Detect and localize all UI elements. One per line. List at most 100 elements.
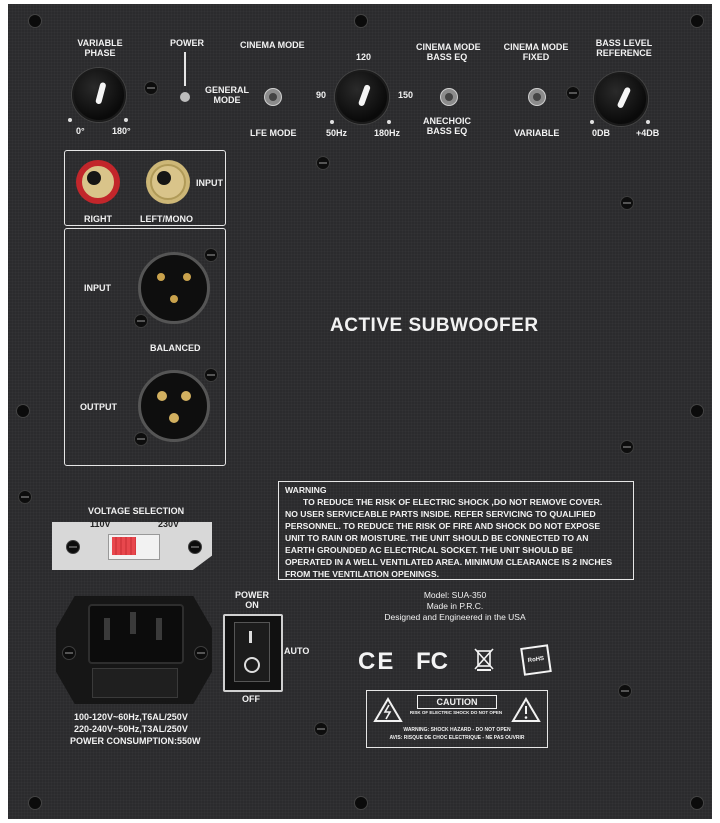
high-voltage-icon	[373, 697, 403, 722]
off-label: OFF	[242, 694, 260, 704]
warning-line: TO REDUCE THE RISK OF ELECTRIC SHOCK ,DO…	[303, 497, 603, 507]
made-in-label: Made in P.R.C.	[426, 601, 484, 611]
screw	[314, 722, 328, 736]
mount-hole	[354, 796, 368, 810]
screw	[204, 368, 218, 382]
iec-socket[interactable]	[88, 604, 184, 664]
caution-label: CAUTION RISK OF ELECTRIC SHOCK DO NOT OP…	[366, 690, 548, 748]
freq-150-label: 150	[398, 90, 414, 100]
knob-tick	[68, 118, 72, 122]
warning-line: UNIT TO RAIN OR MOISTURE. THE UNIT SHOUL…	[285, 533, 589, 543]
voltage-selection-label: VOLTAGE SELECTION	[88, 506, 185, 516]
power-line	[184, 52, 186, 86]
lfe-mode-label: LFE MODE	[250, 128, 297, 138]
bass-level-knob[interactable]	[594, 72, 648, 126]
caution-subtitle: RISK OF ELECTRIC SHOCK DO NOT OPEN	[409, 710, 503, 715]
voltage-switch[interactable]	[112, 537, 136, 555]
freq-50-label: 50Hz	[326, 128, 348, 138]
warning-line: FROM THE VENTILATION OPENINGS.	[285, 569, 440, 579]
screw	[618, 684, 632, 698]
freq-120-label: 120	[356, 52, 372, 62]
balanced-label: BALANCED	[150, 343, 201, 353]
xlr-input-label: INPUT	[84, 283, 111, 293]
spec-line-2: 220-240V~50Hz,T3AL/250V	[74, 724, 188, 734]
ce-logo: CE	[358, 648, 396, 675]
socket-pin	[104, 618, 110, 640]
caution-title: CAUTION	[436, 697, 478, 707]
designed-label: Designed and Engineered in the USA	[384, 612, 526, 622]
variable-label: VARIABLE	[514, 128, 560, 138]
screw	[204, 248, 218, 262]
fuse-drawer[interactable]	[92, 668, 178, 698]
rocker-mark	[249, 631, 252, 643]
knob-tick	[590, 120, 594, 124]
warning-line: EARTH GROUNDED AC ELECTRICAL SOCKET. THE…	[285, 545, 573, 555]
spec-line-3: POWER CONSUMPTION:550W	[70, 736, 201, 746]
rca-input-label: INPUT	[196, 178, 223, 188]
level-mode-toggle[interactable]	[528, 88, 546, 106]
power-led	[180, 92, 190, 102]
screw	[316, 156, 330, 170]
rca-hole	[87, 171, 101, 185]
warning-panel: WARNING TO REDUCE THE RISK OF ELECTRIC S…	[278, 481, 634, 580]
knob-tick	[124, 118, 128, 122]
rca-hole	[157, 171, 171, 185]
v230-label: 230V	[158, 519, 180, 529]
xlr-pin	[181, 391, 191, 401]
mount-hole	[354, 14, 368, 28]
mount-hole	[690, 796, 704, 810]
mount-hole	[28, 14, 42, 28]
knob-pointer	[616, 86, 632, 109]
rocker-mark	[244, 657, 260, 673]
mount-hole	[28, 796, 42, 810]
spec-line-1: 100-120V~60Hz,T6AL/250V	[74, 712, 188, 722]
phase-min-label: 0°	[76, 126, 85, 136]
xlr-input-jack[interactable]	[138, 252, 210, 324]
crossover-knob[interactable]	[335, 70, 389, 124]
screw	[66, 540, 80, 554]
screw	[62, 646, 76, 660]
xlr-output-jack[interactable]	[138, 370, 210, 442]
caution-english: WARNING: SHOCK HAZARD - DO NOT OPEN	[403, 727, 511, 733]
knob-tick	[387, 120, 391, 124]
rca-left-label: LEFT/MONO	[140, 214, 193, 224]
cinema-mode-label: CINEMA MODE	[240, 40, 305, 50]
xlr-pin	[169, 413, 179, 423]
knob-pointer	[95, 81, 107, 105]
bass-eq-toggle[interactable]	[440, 88, 458, 106]
mode-toggle[interactable]	[264, 88, 282, 106]
power-rocker-switch[interactable]	[234, 622, 270, 682]
freq-90-label: 90	[316, 90, 327, 100]
phase-knob[interactable]	[72, 68, 126, 122]
auto-label: AUTO	[284, 646, 310, 656]
screw	[194, 646, 208, 660]
screw	[620, 196, 634, 210]
mount-hole	[690, 14, 704, 28]
fc-logo: FC	[416, 648, 448, 675]
warning-line: PERSONNEL. TO REDUCE THE RISK OF FIRE AN…	[285, 521, 601, 531]
mount-hole	[690, 404, 704, 418]
rca-left-jack[interactable]	[144, 158, 188, 202]
level-min-label: 0DB	[592, 128, 611, 138]
screw	[18, 490, 32, 504]
rca-right-label: RIGHT	[84, 214, 112, 224]
socket-pin	[156, 618, 162, 640]
caution-box: CAUTION	[417, 695, 497, 709]
rca-right-jack[interactable]	[74, 158, 118, 202]
power-label: POWER	[170, 38, 205, 48]
screw	[188, 540, 202, 554]
v110-label: 110V	[90, 519, 111, 529]
xlr-output-label: OUTPUT	[80, 402, 117, 412]
rca-input-panel	[64, 150, 226, 226]
phase-max-label: 180°	[112, 126, 131, 136]
exclamation-icon	[511, 697, 541, 722]
socket-pin	[130, 612, 136, 634]
product-name: ACTIVE SUBWOOFER	[330, 315, 539, 336]
warning-line: NO USER SERVICEABLE PARTS INSIDE. REFER …	[285, 509, 596, 519]
xlr-panel	[64, 228, 226, 466]
